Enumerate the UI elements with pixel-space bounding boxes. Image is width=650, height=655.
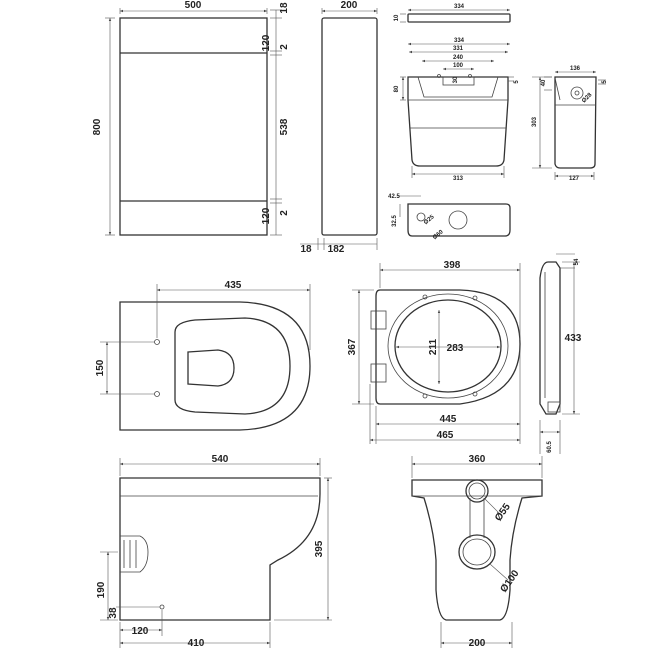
- dim-seat-367: 367: [347, 338, 358, 355]
- seat-side-view: 54 433 60.5: [539, 253, 582, 454]
- dim-side-inner: 182: [328, 244, 345, 255]
- dim-lid-height: 10: [394, 14, 400, 21]
- dim-cistern-side-127: 127: [569, 176, 580, 182]
- dim-cistern-240: 240: [453, 55, 464, 61]
- cistern-side-view: 136 40 5 Ø28 303 127: [532, 66, 608, 182]
- dim-side-thickness: 18: [300, 244, 312, 255]
- dim-pan-side-540: 540: [212, 454, 229, 465]
- dim-pan-435: 435: [225, 280, 242, 291]
- dim-pan-side-38: 38: [108, 607, 119, 619]
- dim-cistern-side-303: 303: [532, 116, 538, 127]
- dim-base-32: 32.5: [392, 215, 398, 227]
- dim-cabinet-top-joint: 2: [279, 44, 290, 50]
- dim-seat-465: 465: [437, 430, 454, 441]
- dim-seat-445: 445: [440, 414, 457, 425]
- cistern-side-hole: [570, 86, 584, 100]
- seat-top-view: 398 367 211 283 445 465: [347, 260, 521, 444]
- dim-seat-398: 398: [444, 260, 461, 271]
- dim-pan-front-d100: Ø100: [498, 568, 521, 595]
- dim-cabinet-top-gap: 18: [279, 2, 290, 14]
- pan-side-outline: [119, 477, 321, 621]
- cistern-front-view: 334 331 240 100 30 80 5 313: [394, 38, 520, 182]
- dim-cistern-100: 100: [453, 63, 464, 69]
- dim-pan-front-360: 360: [469, 454, 486, 465]
- dim-cistern-5: 5: [514, 80, 520, 84]
- dim-cabinet-top-panel: 120: [261, 34, 272, 51]
- dim-pan-side-120: 120: [132, 626, 149, 637]
- dim-cistern-side-136: 136: [570, 66, 581, 72]
- base-small-hole: [416, 212, 426, 222]
- dim-base-d60: Ø60: [432, 229, 445, 241]
- base-large-hole: [448, 210, 468, 230]
- pan-front-outline: [411, 479, 543, 621]
- dim-seat-283: 283: [447, 343, 464, 354]
- cistern-lid-outline: [407, 13, 511, 23]
- pan-side-view: 540 395 190 38 120 410: [96, 454, 332, 649]
- dim-pan-front-200: 200: [469, 638, 486, 649]
- dim-cistern-side-5: 5: [602, 80, 608, 84]
- pan-top-view: 435 150: [95, 280, 311, 431]
- dim-pan-side-190: 190: [96, 581, 107, 598]
- dim-cistern-30: 30: [453, 76, 459, 83]
- cabinet-front-view: 500 800 18 120 2 538 120 2: [92, 0, 290, 236]
- dim-cistern-side-40: 40: [541, 79, 547, 86]
- pan-top-outline: [119, 301, 311, 431]
- seat-side-outline: [539, 261, 561, 415]
- dim-cistern-80: 80: [394, 85, 400, 92]
- cabinet-outline: [119, 17, 268, 236]
- pan-front-inlet: [465, 479, 489, 503]
- pan-front-view: 360 Ø55 Ø100 200: [411, 454, 543, 649]
- dim-cabinet-bottom-joint: 2: [279, 210, 290, 216]
- dim-base-42: 42.5: [388, 194, 400, 200]
- dim-seatside-60: 60.5: [547, 441, 553, 453]
- pan-front-outlet: [458, 534, 496, 570]
- cabinet-side-view: 200 18 182: [300, 0, 378, 255]
- dim-lid-width: 334: [454, 4, 465, 10]
- dim-cabinet-door: 538: [279, 118, 290, 135]
- seat-opening: [394, 299, 502, 393]
- cabinet-side-outline: [321, 17, 378, 236]
- cistern-body: [407, 76, 509, 167]
- dim-pan-150: 150: [95, 359, 106, 376]
- dim-seatside-433: 433: [565, 333, 582, 344]
- dim-pan-side-395: 395: [314, 540, 325, 557]
- cistern-lid-view: 334 10: [394, 4, 511, 23]
- dim-cistern-313: 313: [453, 176, 464, 182]
- pan-top-bowl: [187, 349, 235, 387]
- dim-pan-side-410: 410: [188, 638, 205, 649]
- dim-cistern-334: 334: [454, 38, 465, 44]
- cistern-base-view: 42.5 32.5 Ø25 Ø60: [388, 194, 511, 241]
- dim-seatside-54: 54: [574, 258, 580, 265]
- dim-cistern-331: 331: [453, 46, 464, 52]
- seat-outline: [375, 289, 521, 405]
- dim-cabinet-width: 500: [185, 0, 202, 11]
- cistern-base-outline: [407, 203, 511, 237]
- dim-pan-front-d55: Ø55: [493, 501, 513, 523]
- dim-side-depth: 200: [341, 0, 358, 11]
- cistern-side-body: [554, 76, 597, 169]
- pan-top-rim: [174, 317, 291, 415]
- dim-cabinet-height: 800: [92, 118, 103, 135]
- dim-cabinet-bottom-panel: 120: [261, 207, 272, 224]
